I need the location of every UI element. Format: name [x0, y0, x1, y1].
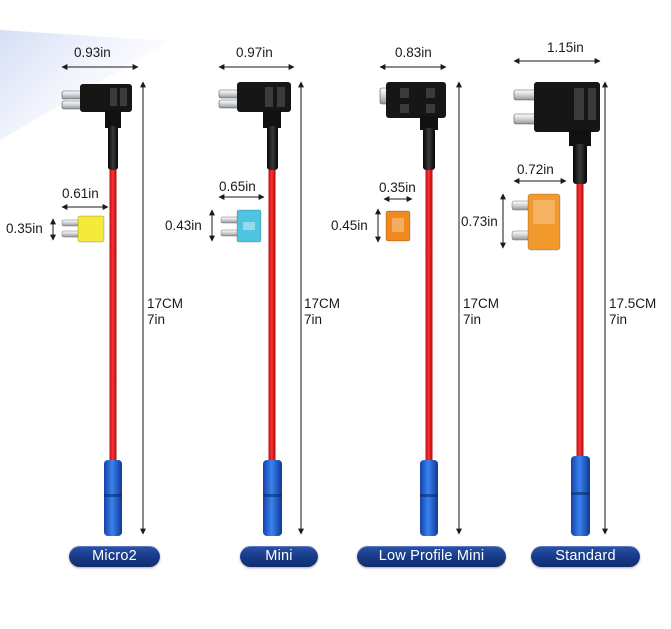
- fuse-height-label: 0.43in: [165, 218, 202, 233]
- fuse-height-label: 0.45in: [331, 218, 368, 233]
- length-cm: 17CM: [463, 296, 500, 311]
- product-label-low-profile-mini: Low Profile Mini: [357, 546, 506, 567]
- fuse-holder-body: [386, 82, 446, 118]
- product-label-micro2: Micro2: [69, 546, 160, 567]
- fuse-width-label: 0.72in: [517, 162, 554, 177]
- holder-blade: [61, 100, 83, 110]
- heat-shrink: [573, 144, 587, 184]
- heat-shrink: [423, 128, 435, 170]
- product-micro2: [50, 64, 146, 536]
- length-in: 7in: [304, 312, 323, 327]
- butt-connector: [104, 460, 122, 536]
- length-cm: 17CM: [147, 296, 184, 311]
- mini-fuse: [236, 209, 262, 243]
- holder-blade: [61, 90, 83, 100]
- product-low-profile-mini: [375, 64, 462, 536]
- red-wire: [268, 170, 276, 460]
- length-cm: 17.5CM: [609, 296, 657, 311]
- product-label-mini: Mini: [240, 546, 318, 567]
- red-wire: [109, 170, 117, 460]
- cable-length-label: 17.5CM 7in: [609, 296, 656, 328]
- product-label-standard: Standard: [531, 546, 640, 567]
- cable-length-label: 17CM 7in: [147, 296, 183, 328]
- fuse-width-label: 0.65in: [219, 179, 256, 194]
- length-in: 7in: [609, 312, 628, 327]
- butt-connector: [420, 460, 438, 536]
- fuse-width-label: 0.61in: [62, 186, 99, 201]
- butt-connector: [571, 456, 590, 536]
- product-mini: [209, 64, 304, 536]
- holder-width-label: 0.83in: [395, 45, 432, 60]
- cable-length-label: 17CM 7in: [304, 296, 340, 328]
- holder-width-label: 1.15in: [547, 40, 584, 55]
- heat-shrink: [108, 126, 118, 170]
- micro2-fuse: [77, 215, 105, 243]
- fuse-holder-body: [80, 84, 132, 112]
- length-cm: 17CM: [304, 296, 341, 311]
- fuse-height-label: 0.73in: [461, 214, 498, 229]
- length-in: 7in: [147, 312, 166, 327]
- product-standard: [500, 58, 608, 536]
- cable-length-label: 17CM 7in: [463, 296, 499, 328]
- butt-connector: [263, 460, 282, 536]
- red-wire: [576, 184, 584, 456]
- holder-width-label: 0.97in: [236, 45, 273, 60]
- standard-fuse: [527, 193, 561, 251]
- fuse-width-label: 0.35in: [379, 180, 416, 195]
- heat-shrink: [267, 126, 278, 170]
- fuse-height-label: 0.35in: [6, 221, 43, 236]
- length-in: 7in: [463, 312, 482, 327]
- holder-width-label: 0.93in: [74, 45, 111, 60]
- low-profile-mini-fuse: [385, 210, 411, 242]
- red-wire: [425, 170, 433, 460]
